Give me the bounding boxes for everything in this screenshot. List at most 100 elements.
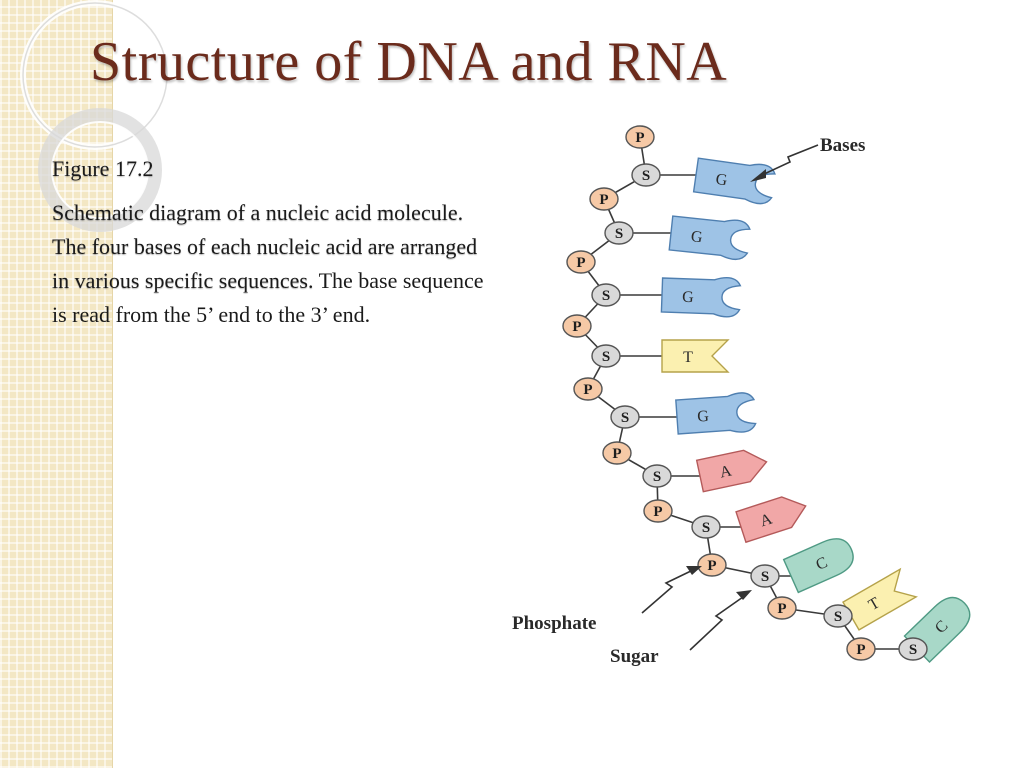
base-g-2: G: [668, 215, 751, 261]
phosphate-circle: [589, 187, 619, 211]
sugar-arrow: [689, 596, 744, 651]
sugar-circle: [631, 163, 661, 187]
phosphate-symbol: P: [612, 446, 621, 462]
sugar-symbol: S: [602, 349, 610, 365]
sugar-node: S: [823, 604, 853, 628]
phosphate-node: P: [846, 637, 876, 661]
sugar-circle: [642, 464, 672, 488]
phosphate-symbol: P: [599, 192, 608, 208]
base-letter: A: [758, 510, 775, 530]
base-a-6: A: [695, 449, 768, 493]
caption-plain-text: The base sequence is read from the 5’ en…: [52, 268, 484, 327]
sugar-circle: [691, 515, 721, 539]
phosphate-circle: [562, 314, 592, 338]
base-g-5: G: [675, 392, 757, 435]
phosphate-node: P: [625, 125, 655, 149]
sugar-node: S: [642, 464, 672, 488]
decorative-rings: [20, 0, 170, 232]
base-t-4: T: [661, 339, 730, 373]
figure-label: Figure 17.2: [52, 156, 154, 181]
caption-text: Schematic diagram of a nucleic acid mole…: [52, 196, 492, 332]
base-shape: [782, 538, 854, 594]
sugar-symbol: S: [615, 226, 623, 242]
base-letter: A: [718, 462, 733, 481]
base-shape: [842, 567, 918, 631]
base-shape: [675, 392, 757, 435]
sugar-circle: [604, 221, 634, 245]
sugar-node: S: [604, 221, 634, 245]
sugar-symbol: S: [642, 168, 650, 184]
phosphate-circle: [625, 125, 655, 149]
base-letter: G: [690, 228, 704, 246]
sugar-circle: [750, 564, 780, 588]
base-c-8: C: [782, 538, 854, 594]
base-a-7: A: [735, 496, 807, 544]
sugar-symbol: S: [761, 569, 769, 585]
sugar-symbol: S: [653, 469, 661, 485]
phosphate-circle: [697, 553, 727, 577]
phosphate-circle: [573, 377, 603, 401]
phosphate-node: P: [767, 596, 797, 620]
base-shape: [660, 277, 742, 318]
base-shape: [692, 157, 776, 205]
sugar-circle: [591, 283, 621, 307]
phosphate-arrowhead: [686, 566, 702, 575]
phosphate-arrow: [641, 569, 694, 614]
bases-arrowhead: [750, 169, 766, 182]
sugar-node: S: [610, 405, 640, 429]
bases-arrow: [761, 144, 819, 176]
base-letter: G: [715, 171, 729, 190]
base-shape: [695, 449, 768, 493]
sugar-symbol: S: [621, 410, 629, 426]
phosphate-circle: [602, 441, 632, 465]
phosphate-symbol: P: [583, 382, 592, 398]
slide-title: Structure of DNA and RNA: [90, 31, 728, 93]
phosphate-symbol: P: [576, 255, 585, 271]
sugar-symbol: S: [834, 609, 842, 625]
base-g-3: G: [660, 277, 742, 318]
phosphate-circle: [566, 250, 596, 274]
phosphate-symbol: P: [777, 601, 786, 617]
base-shape: [735, 496, 807, 544]
sugar-arrowhead: [736, 590, 752, 600]
base-g-1: G: [692, 157, 776, 205]
sugar-symbol: S: [602, 288, 610, 304]
phosphate-symbol: P: [707, 558, 716, 574]
phosphate-circle: [846, 637, 876, 661]
figure-caption: Figure 17.2 Schematic diagram of a nucle…: [52, 152, 492, 332]
base-letter: G: [682, 289, 695, 306]
sugar-label: Sugar: [610, 646, 659, 667]
phosphate-symbol: P: [572, 319, 581, 335]
sugar-circle: [591, 344, 621, 368]
phosphate-node: P: [602, 441, 632, 465]
phosphate-node: P: [566, 250, 596, 274]
sugar-node: S: [750, 564, 780, 588]
base-letter: T: [683, 349, 693, 366]
base-t-9: T: [842, 567, 918, 631]
phosphate-node: P: [562, 314, 592, 338]
sugar-node: S: [591, 283, 621, 307]
sugar-node: S: [631, 163, 661, 187]
phosphate-circle: [767, 596, 797, 620]
base-shape: [668, 215, 751, 261]
phosphate-label: Phosphate: [512, 613, 596, 634]
phosphate-node: P: [643, 499, 673, 523]
sugar-circle: [823, 604, 853, 628]
sugar-node: S: [691, 515, 721, 539]
phosphate-node: P: [573, 377, 603, 401]
base-letter: G: [697, 408, 710, 426]
phosphate-symbol: P: [653, 504, 662, 520]
phosphate-symbol: P: [635, 130, 644, 146]
base-shape: [661, 339, 730, 373]
phosphate-node: P: [697, 553, 727, 577]
sugar-circle: [610, 405, 640, 429]
sugar-node: S: [898, 637, 928, 661]
sugar-node: S: [591, 344, 621, 368]
phosphate-symbol: P: [856, 642, 865, 658]
sugar-symbol: S: [702, 520, 710, 536]
phosphate-node: P: [589, 187, 619, 211]
phosphate-circle: [643, 499, 673, 523]
